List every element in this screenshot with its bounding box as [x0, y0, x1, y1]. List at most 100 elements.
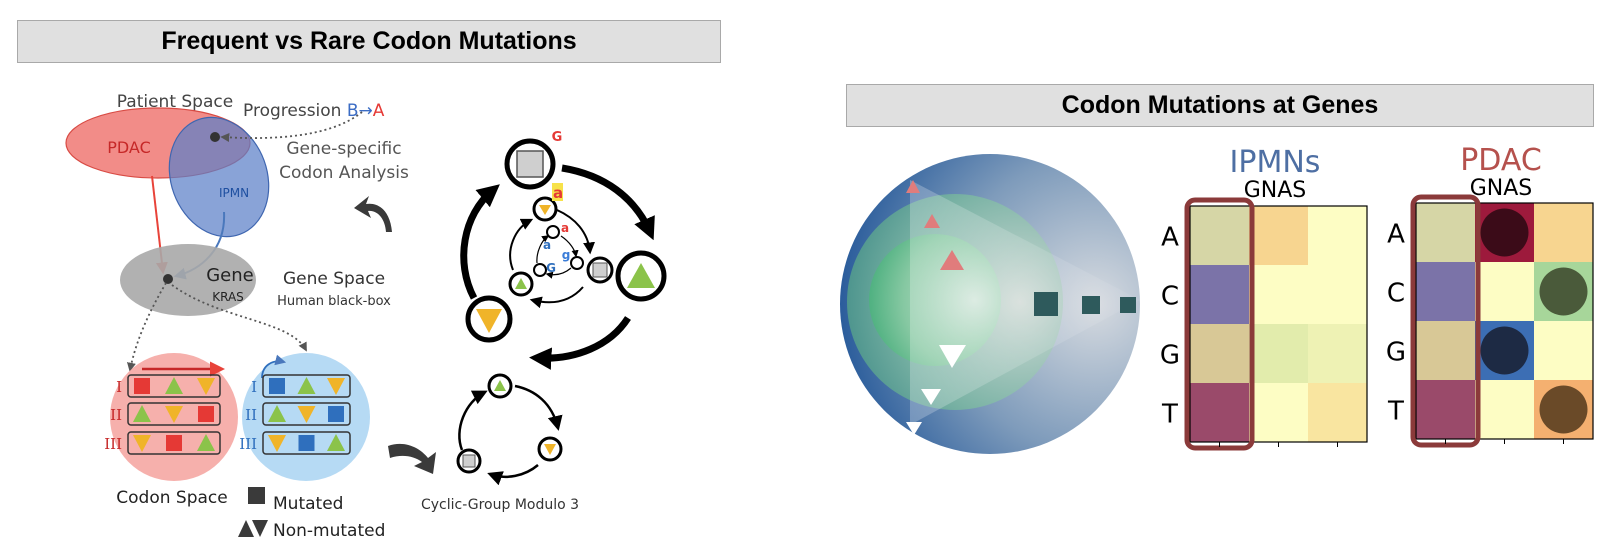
triangle-down-icon: [197, 378, 215, 395]
heatmap-cell: [1190, 265, 1249, 324]
mid-triangle-down-icon: [539, 205, 551, 215]
gene-dot: [163, 274, 173, 284]
gene-to-codon-arrow-right: [171, 284, 307, 352]
large-cycle-arrow-2: [529, 316, 631, 370]
projection-square-1: [1034, 292, 1058, 316]
projection-cone: [910, 180, 1140, 425]
triangle-up-icon: [197, 434, 215, 451]
codon-space-label: Codon Space: [116, 488, 227, 508]
heatmap-cell: [1416, 262, 1475, 321]
curved-arrow-icon: [354, 196, 392, 232]
green-triangle-icon: [627, 263, 655, 288]
legend-triangle-down-icon: [252, 520, 268, 537]
pdac-gene-label: GNAS: [1470, 176, 1533, 201]
cyclic-group-label: Cyclic-Group Modulo 3: [421, 497, 579, 513]
triangle-up-icon: [327, 434, 345, 451]
heatmap-cell: [1534, 321, 1593, 380]
small-cycle-diagram: [456, 373, 563, 486]
pdac-title: PDAC: [1460, 143, 1542, 178]
highlight-column-box: [1184, 197, 1255, 451]
progression-dot: [210, 132, 220, 142]
mutated-square-icon: [328, 406, 344, 422]
inner-triangle-up-icon: [940, 250, 964, 270]
heatmap-row-label: T: [1161, 400, 1178, 430]
heatmap-row-label: G: [1386, 338, 1406, 368]
codon-row-box: [127, 374, 221, 398]
inner-node-3: [533, 263, 547, 277]
middle-triangle-up-icon: [924, 214, 940, 228]
triangle-down-icon: [297, 406, 316, 423]
cycle-letter-G-inner: G: [546, 261, 556, 275]
legend-mutated-square: [248, 487, 265, 504]
right-panel-title: Codon Mutations at Genes: [846, 84, 1594, 127]
triangle-up-icon: [297, 377, 316, 394]
heatmap-dot: [1539, 385, 1588, 434]
middle-triangle-down-icon: [921, 389, 941, 405]
projection-square-2: [1082, 296, 1100, 314]
gene-specific-line2: Codon Analysis: [279, 163, 409, 183]
left-panel-title: Frequent vs Rare Codon Mutations: [17, 20, 721, 63]
large-cycle-diagram: G a a a g G: [460, 130, 667, 370]
cycle-letter-a-mid: a: [553, 184, 563, 202]
heatmap-cell: [1416, 321, 1475, 380]
heatmap-cell: [1249, 265, 1308, 324]
cycle-letter-a-inner-2: a: [543, 238, 551, 252]
heatmap-cell: [1416, 203, 1475, 262]
progression-a: A: [373, 101, 385, 121]
outer-triangle-up-icon: [906, 180, 920, 193]
codon-row-box: [262, 402, 351, 426]
progression-prefix: Progression: [243, 101, 347, 121]
triangle-down-icon: [133, 435, 151, 452]
inner-node-1: [546, 225, 560, 239]
triangle-down-icon: [165, 406, 183, 423]
outer-triangle-down-icon: [906, 422, 922, 435]
progression-arrow-glyph: →: [359, 101, 373, 121]
roman-numeral: III: [104, 435, 122, 453]
small-yellow-triangle-icon: [544, 444, 556, 455]
heatmap-cell: [1308, 324, 1367, 383]
mutated-square-icon: [166, 435, 182, 451]
cycle-letter-a-inner-1: a: [561, 221, 569, 235]
legend-mutated-label: Mutated: [273, 494, 343, 514]
gene-ellipse: [120, 244, 256, 316]
heatmap-cell: [1249, 383, 1308, 442]
triangle-up-icon: [165, 377, 183, 394]
triangle-down-icon: [327, 378, 345, 395]
heatmap-cell: [1249, 324, 1308, 383]
mutated-square-icon: [269, 378, 285, 394]
small-cycle-arrow-3: [458, 390, 488, 451]
gene-space-label: Gene Space: [283, 269, 385, 289]
yellow-triangle-icon: [476, 309, 502, 333]
ipmn-label: IPMN: [219, 186, 249, 200]
mid-square-icon: [592, 262, 608, 278]
progression-label: Progression B→A: [243, 101, 385, 121]
triangle-up-icon: [133, 405, 151, 422]
codon-row-box: [127, 431, 221, 455]
codon-row-box: [127, 402, 221, 426]
patient-space-label: Patient Space: [117, 92, 233, 112]
roman-numeral: II: [245, 406, 257, 424]
heatmap-cell: [1534, 203, 1593, 262]
inner-triangle-down-icon: [939, 345, 966, 368]
heatmap-cell: [1190, 383, 1249, 442]
ipmns-title: IPMNs: [1230, 145, 1321, 180]
small-cycle-arrow-2: [487, 464, 539, 486]
heatmap-dot: [1480, 326, 1529, 375]
kras-label: KRAS: [212, 290, 244, 304]
nested-circles-diagram: [840, 154, 1140, 454]
heatmap-cell: [1308, 265, 1367, 324]
small-cycle-arrow-1: [514, 384, 563, 431]
highlight-column-box: [1410, 194, 1481, 448]
codon-row-box: [262, 431, 351, 455]
large-cycle-arrow-3: [460, 184, 500, 300]
gene-to-codon-arrow-left: [127, 282, 167, 372]
heatmap-cell: [1190, 324, 1249, 383]
heatmap-row-label: C: [1387, 279, 1405, 309]
heatmap-cell: [1308, 206, 1367, 265]
heatmap-dot: [1539, 267, 1588, 316]
small-square-icon: [462, 454, 476, 468]
progression-b: B: [347, 101, 359, 121]
heatmap-cell: [1308, 383, 1367, 442]
mid-triangle-up-icon: [515, 278, 527, 289]
